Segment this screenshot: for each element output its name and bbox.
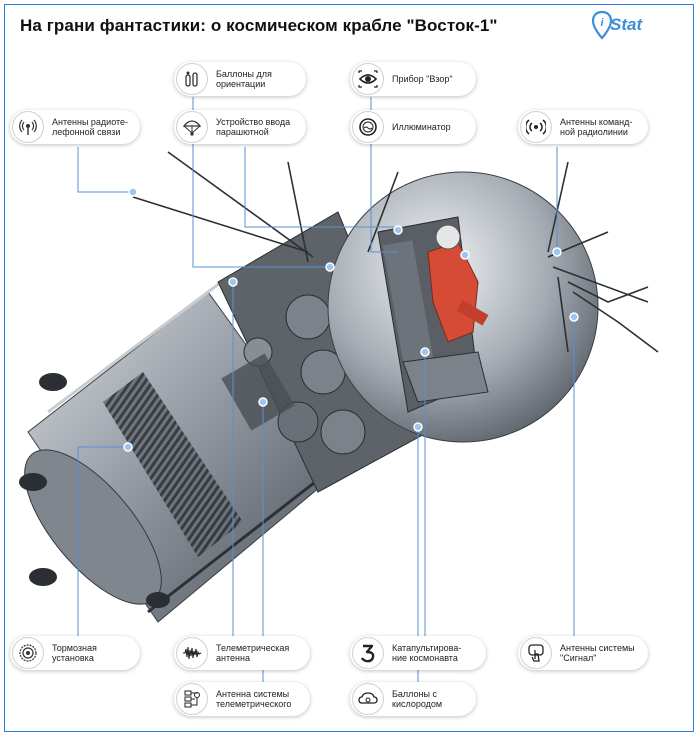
callout-label: Антенны системы "Сигнал"	[560, 643, 635, 663]
callout-katapult[interactable]: Катапультирова-ние космонавта	[350, 636, 486, 670]
callout-label: Устройство ввода парашютной	[216, 117, 291, 137]
porthole-icon	[352, 111, 384, 143]
antennas	[132, 151, 659, 353]
callout-label: Прибор "Взор"	[392, 74, 453, 84]
waveform-icon	[176, 637, 208, 669]
callout-label: Антенна системы телеметрического	[216, 689, 292, 709]
callout-ballony-kislorod[interactable]: Баллоны с кислородом	[350, 682, 476, 716]
radio-antenna-icon	[12, 111, 44, 143]
descent-capsule	[327, 171, 599, 443]
eye-icon	[352, 63, 384, 95]
instrument-module	[19, 211, 429, 623]
callout-ballony-orient[interactable]: Баллоны для ориентации	[174, 62, 306, 96]
callout-ustroystvo-parash[interactable]: Устройство ввода парашютной	[174, 110, 306, 144]
callout-label: Баллоны для ориентации	[216, 69, 272, 89]
diagram-stage: Баллоны для ориентации Прибор "Взор" Ант…	[8, 52, 692, 728]
callout-pribor-vzor[interactable]: Прибор "Взор"	[350, 62, 476, 96]
callout-illyuminator[interactable]: Иллюминатор	[350, 110, 476, 144]
brake-icon	[12, 637, 44, 669]
callout-label: Иллюминатор	[392, 122, 451, 132]
callout-label: Катапультирова-ние космонавта	[392, 643, 462, 663]
oxygen-icon	[352, 683, 384, 715]
parachute-icon	[176, 111, 208, 143]
gas-tanks-icon	[176, 63, 208, 95]
svg-text:i: i	[600, 17, 604, 29]
callout-telemetr-antenna[interactable]: Телеметрическая антенна	[174, 636, 310, 670]
callout-label: Антенны команд-ной радиолинии	[560, 117, 633, 137]
logo-text: Stat	[610, 15, 643, 34]
spacecraft-illustration	[8, 52, 692, 687]
three-icon	[352, 637, 384, 669]
signal-icon	[520, 111, 552, 143]
callout-label: Антенны радиоте-лефонной связи	[52, 117, 129, 137]
callout-antenny-radiotel[interactable]: Антенны радиоте-лефонной связи	[10, 110, 140, 144]
callout-label: Телеметрическая антенна	[216, 643, 290, 663]
callout-tormoznaya[interactable]: Тормозная установка	[10, 636, 140, 670]
vistat-logo: i Stat	[592, 10, 662, 44]
pin-icon: i	[592, 10, 612, 40]
flowchart-icon	[176, 683, 208, 715]
callout-label: Тормозная установка	[52, 643, 97, 663]
callout-antenna-telemetr-sys[interactable]: Антенна системы телеметрического	[174, 682, 310, 716]
page-title: На грани фантастики: о космическом крабл…	[20, 16, 498, 35]
connection-points	[123, 187, 579, 452]
callout-antenny-komand[interactable]: Антенны команд-ной радиолинии	[518, 110, 648, 144]
callout-antenny-signal[interactable]: Антенны системы "Сигнал"	[518, 636, 648, 670]
callout-label: Баллоны с кислородом	[392, 689, 443, 709]
touch-icon	[520, 637, 552, 669]
